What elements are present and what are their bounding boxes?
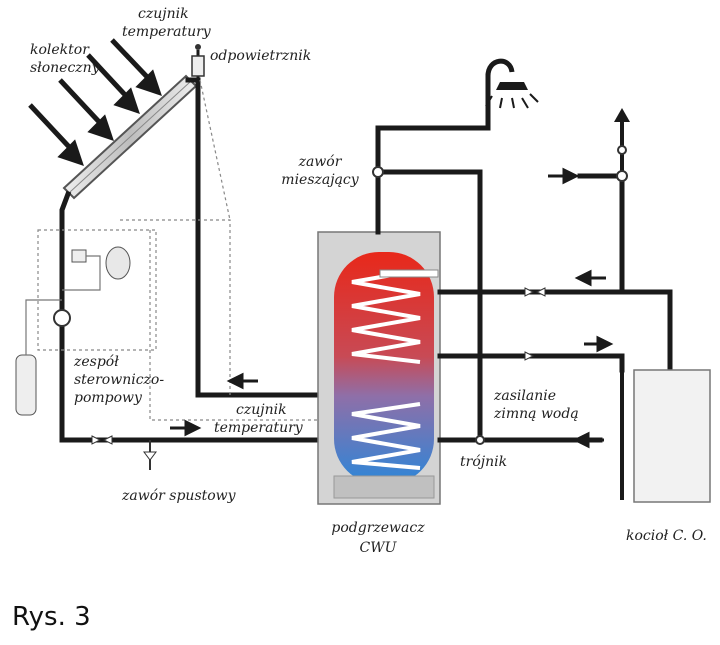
label-kolektor-1: kolektor: [30, 42, 90, 58]
figure-caption: Rys. 3: [12, 602, 91, 632]
label-zespol-3: pompowy: [74, 390, 143, 406]
boiler: [620, 369, 711, 503]
boiler-flow-arrows: [548, 167, 614, 449]
label-czujnik-mid-1: czujnik: [236, 402, 287, 418]
label-podgrzewacz-1: podgrzewacz: [331, 520, 425, 536]
label-czujnik-top-1: czujnik: [138, 6, 189, 22]
label-zespol-2: sterowniczo-: [74, 372, 164, 388]
label-zespol-1: zespół: [73, 354, 119, 370]
label-odpowietrznik: odpowietrznik: [210, 48, 311, 64]
label-kociol: kocioł C. O.: [626, 528, 707, 544]
label-zawor-spustowy: zawór spustowy: [121, 488, 237, 504]
label-zasilanie-1: zasilanie: [493, 388, 556, 404]
boiler-circuit: [437, 108, 673, 373]
drain-valve: [91, 435, 157, 470]
label-zawor-mieszajacy-1: zawór: [298, 154, 343, 170]
label-zawor-mieszajacy-2: mieszający: [281, 172, 359, 188]
pump-control-unit: [15, 79, 330, 421]
sun-rays: [28, 38, 162, 166]
hot-water-tank: [317, 231, 441, 505]
label-trojnik: trójnik: [460, 454, 507, 470]
solar-flow-arrows: [170, 372, 258, 437]
labels: kolektor słoneczny czujnik temperatury o…: [30, 6, 707, 556]
label-podgrzewacz-2: CWU: [360, 540, 398, 556]
label-kolektor-2: słoneczny: [30, 60, 101, 76]
shower-icon: [485, 58, 539, 109]
label-zasilanie-2: zimną wodą: [493, 406, 579, 422]
label-czujnik-mid-2: temperatury: [214, 420, 304, 436]
label-czujnik-top-2: temperatury: [122, 24, 212, 40]
